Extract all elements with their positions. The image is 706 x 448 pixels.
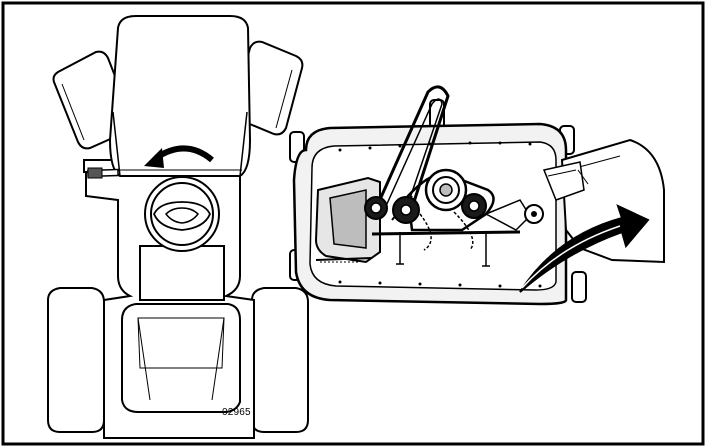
figure-code-label: 02965 bbox=[222, 407, 251, 418]
tractor-hood bbox=[108, 15, 252, 177]
deck-hanger-rods bbox=[396, 211, 490, 267]
pulley-left bbox=[364, 196, 388, 220]
gauge-wheel-right-bottom bbox=[571, 271, 587, 303]
rear-left-tire bbox=[47, 287, 105, 433]
steering-wheel bbox=[144, 176, 220, 252]
curved-arrow-up-right-icon bbox=[519, 204, 650, 293]
pulley-right bbox=[461, 193, 487, 219]
pulley-center-left bbox=[392, 196, 420, 224]
steering-column bbox=[139, 245, 225, 301]
deck-lift-lever bbox=[87, 167, 119, 179]
mower-deck-illustration bbox=[289, 85, 665, 306]
curved-arrow-left-icon bbox=[144, 145, 214, 168]
tractor-illustration bbox=[47, 15, 309, 439]
tractor-seat bbox=[121, 303, 241, 413]
rear-right-tire bbox=[251, 287, 309, 433]
pulley-main bbox=[424, 168, 468, 212]
